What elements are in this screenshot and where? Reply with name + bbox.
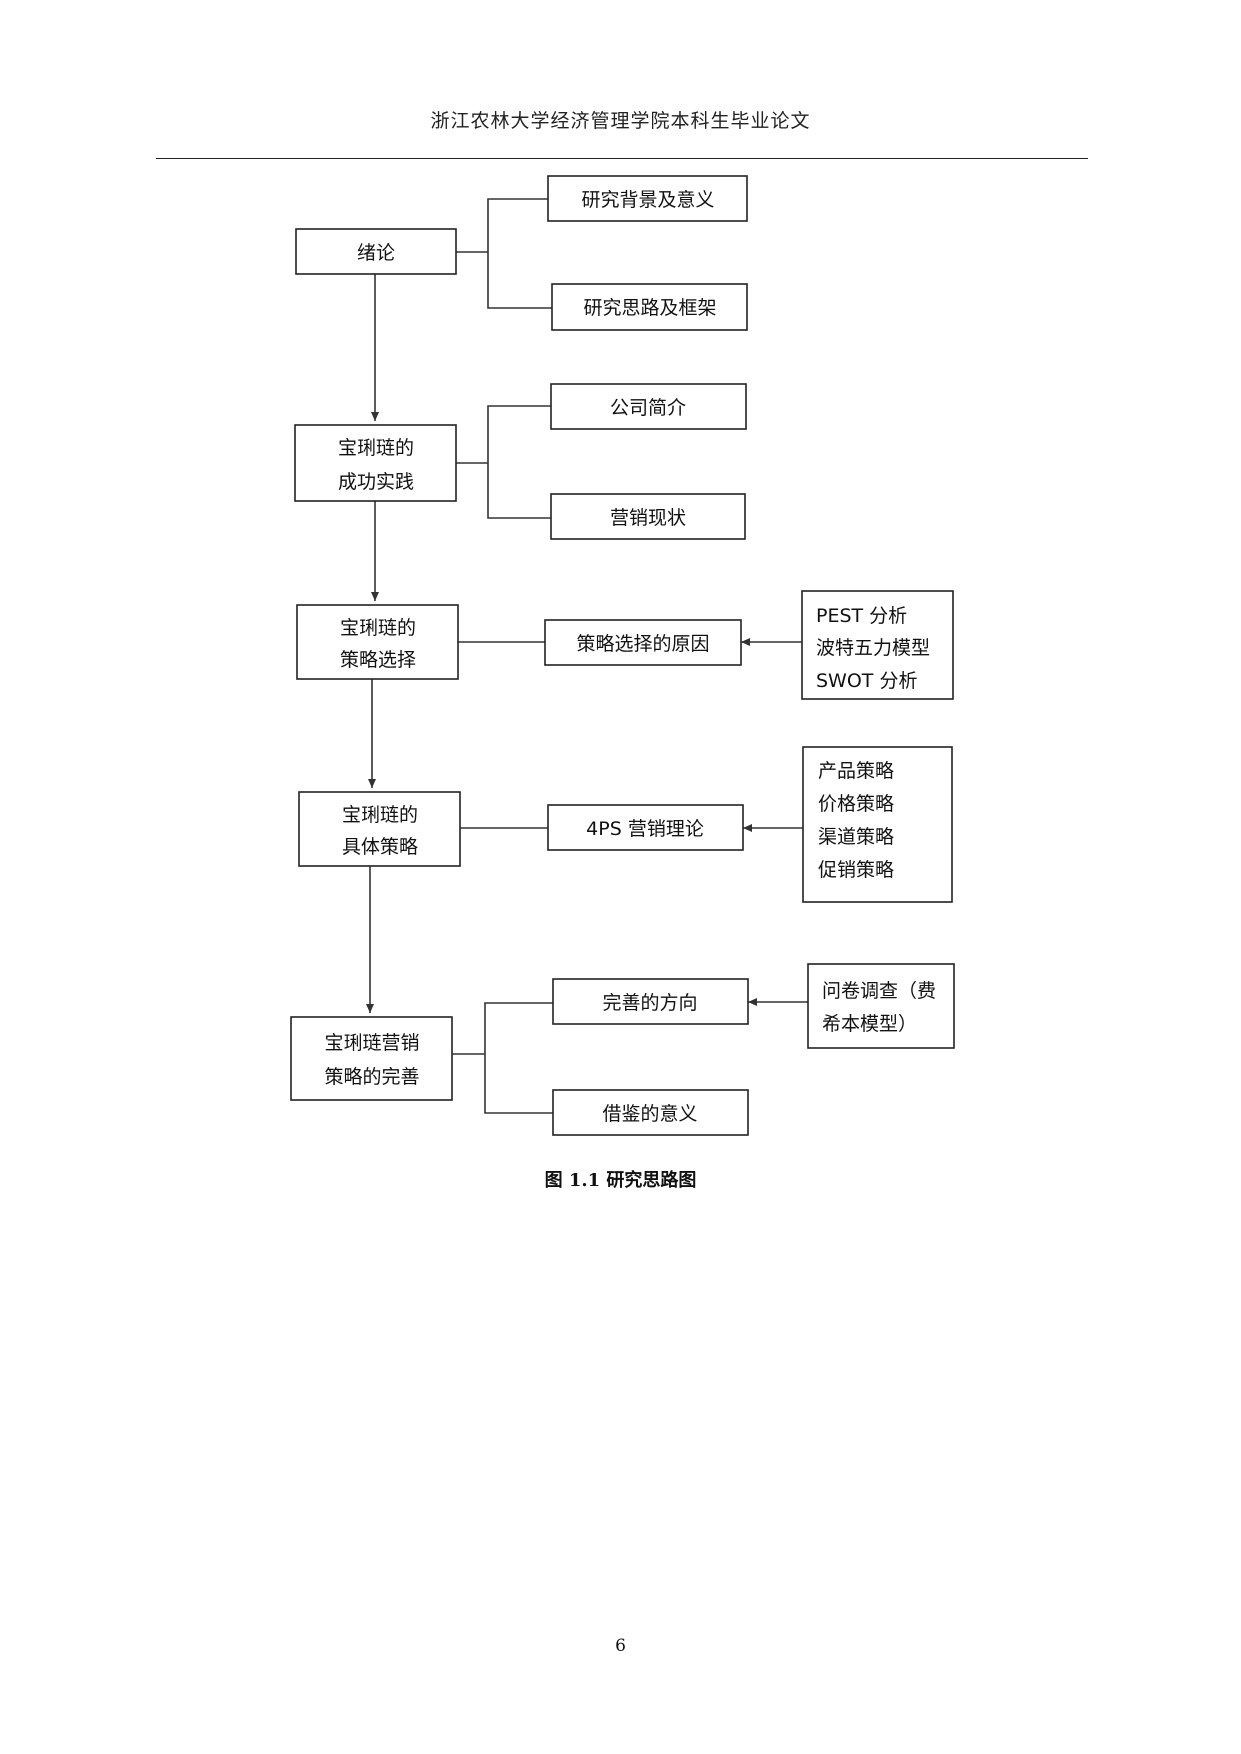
source-4p-item-1: 产品策略 [818, 760, 894, 782]
source-box-questionnaire: 问卷调查（费 希本模型） [807, 963, 955, 1049]
branch-node-marketing-status-label: 营销现状 [610, 507, 686, 529]
branch-node-4ps-theory-label: 4PS 营销理论 [586, 818, 704, 840]
branch-node-research-framework: 研究思路及框架 [551, 283, 748, 331]
branch-node-reference-significance-label: 借鉴的意义 [602, 1103, 697, 1125]
page-number: 6 [615, 1636, 626, 1656]
main-flow-arrows [366, 274, 379, 1013]
source-box-4p-strategies: 产品策略 价格策略 渠道策略 促销策略 [802, 746, 953, 903]
branch-node-strategy-reason-label: 策略选择的原因 [576, 633, 709, 655]
side-connectors [458, 638, 808, 1006]
main-node-intro: 绪论 [295, 228, 457, 275]
main-node-strategy-choice: 宝琍琏的 策略选择 [296, 604, 459, 680]
source-analysis-item-3: SWOT 分析 [816, 670, 917, 692]
branch-node-company-profile: 公司简介 [550, 383, 747, 430]
branch-node-research-framework-label: 研究思路及框架 [583, 297, 716, 319]
source-4p-item-4: 促销策略 [818, 859, 894, 881]
source-box-analysis-tools: PEST 分析 波特五力模型 SWOT 分析 [801, 590, 954, 700]
main-node-specific-strategy-line1: 宝琍琏的 [342, 804, 418, 826]
main-node-strategy-choice-line1: 宝琍琏的 [340, 617, 416, 639]
branch-node-strategy-reason: 策略选择的原因 [544, 619, 742, 666]
branch-node-research-background-label: 研究背景及意义 [581, 189, 714, 211]
main-node-success-practice-line1: 宝琍琏的 [338, 437, 414, 459]
main-node-strategy-choice-line2: 策略选择 [340, 649, 416, 671]
source-questionnaire-line1: 问卷调查（费 [822, 980, 936, 1002]
main-node-improvement: 宝琍琏营销 策略的完善 [290, 1016, 453, 1101]
main-node-improvement-line2: 策略的完善 [324, 1066, 419, 1088]
main-node-improvement-line1: 宝琍琏营销 [324, 1032, 419, 1054]
branch-node-marketing-status: 营销现状 [550, 493, 746, 540]
main-node-intro-label: 绪论 [357, 242, 395, 264]
figure-caption: 图 1.1 研究思路图 [544, 1170, 697, 1191]
source-analysis-item-1: PEST 分析 [816, 605, 907, 627]
source-analysis-item-2: 波特五力模型 [816, 637, 930, 659]
page-header-title: 浙江农林大学经济管理学院本科生毕业论文 [430, 110, 811, 132]
main-node-success-practice: 宝琍琏的 成功实践 [294, 424, 457, 502]
source-questionnaire-line2: 希本模型） [822, 1013, 917, 1035]
bracket-2 [487, 405, 551, 519]
branch-node-4ps-theory: 4PS 营销理论 [547, 804, 744, 851]
header-rule [156, 158, 1088, 159]
branch-node-improvement-direction: 完善的方向 [552, 978, 749, 1025]
bracket-1 [487, 198, 552, 309]
main-node-specific-strategy: 宝琍琏的 具体策略 [298, 791, 461, 867]
source-4p-item-3: 渠道策略 [818, 826, 894, 848]
main-node-success-practice-line2: 成功实践 [338, 471, 414, 493]
branch-node-company-profile-label: 公司简介 [610, 397, 686, 419]
bracket-connectors [452, 198, 553, 1114]
branch-node-improvement-direction-label: 完善的方向 [602, 992, 697, 1014]
bracket-3 [484, 1002, 553, 1114]
main-node-specific-strategy-line2: 具体策略 [342, 836, 418, 858]
branch-node-research-background: 研究背景及意义 [547, 175, 748, 222]
branch-node-reference-significance: 借鉴的意义 [552, 1089, 749, 1136]
source-4p-item-2: 价格策略 [818, 793, 894, 815]
